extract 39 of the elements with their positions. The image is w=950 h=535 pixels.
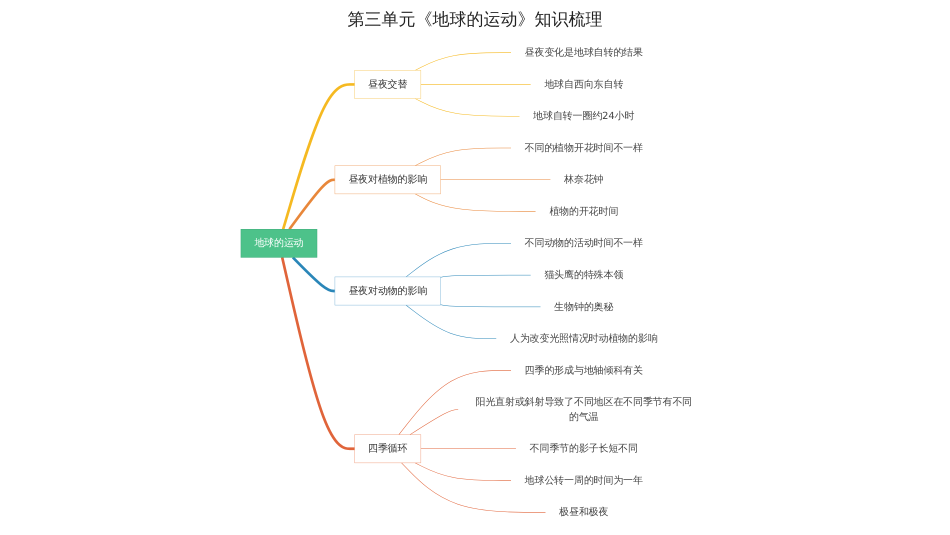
connector [398,370,512,435]
node-box: 昼夜交替 [354,70,422,99]
node-text: 人为改变光照情况时动植物的影响 [510,333,658,344]
node-text: 不同的植物开花时间不一样 [524,142,643,154]
connector [280,257,355,450]
node-box: 地球的运动 [240,229,318,258]
node-text: 阳光直射或斜射导致了不同地区在不同季节有不同的气温 [475,396,692,423]
diagram-title: 第三单元《地球的运动》知识梳理 [348,9,602,31]
connector [406,304,497,339]
connector [440,304,542,308]
node-box: 四季循环 [354,434,422,464]
node-text: 生物钟的奥秘 [554,301,614,312]
node-text: 昼夜变化是地球自转的结果 [524,47,643,58]
connector [292,256,335,292]
node-box: 昼夜对动物的影响 [334,276,441,306]
connector [414,194,536,212]
node-text: 不同动物的活动时间不一样 [524,238,643,249]
node-text: 猫头鹰的特殊本领 [544,270,624,281]
connector [288,178,335,230]
connector [401,462,546,513]
node-text: 地球公转一周的时间为一年 [524,474,643,486]
connector [414,52,512,71]
node-text: 四季的形成与地轴倾科有关 [524,364,643,376]
node-text: 植物的开花时间 [549,206,618,218]
connector [410,409,459,435]
connector [414,148,512,166]
node-text: 不同季节的影子长短不同 [530,443,638,454]
connector [282,83,355,230]
connector [420,84,532,85]
node-box: 昼夜对植物的影响 [334,165,441,194]
connector [406,243,512,278]
connector [420,448,516,450]
connector [414,462,512,481]
connector [440,274,532,278]
connector [414,98,520,116]
node-text: 极昼和极夜 [559,506,608,518]
node-text: 地球自西向东自转 [544,78,624,90]
node-text: 林奈花钟 [564,174,604,186]
node-text: 地球自转一圈约24小时 [533,110,634,122]
